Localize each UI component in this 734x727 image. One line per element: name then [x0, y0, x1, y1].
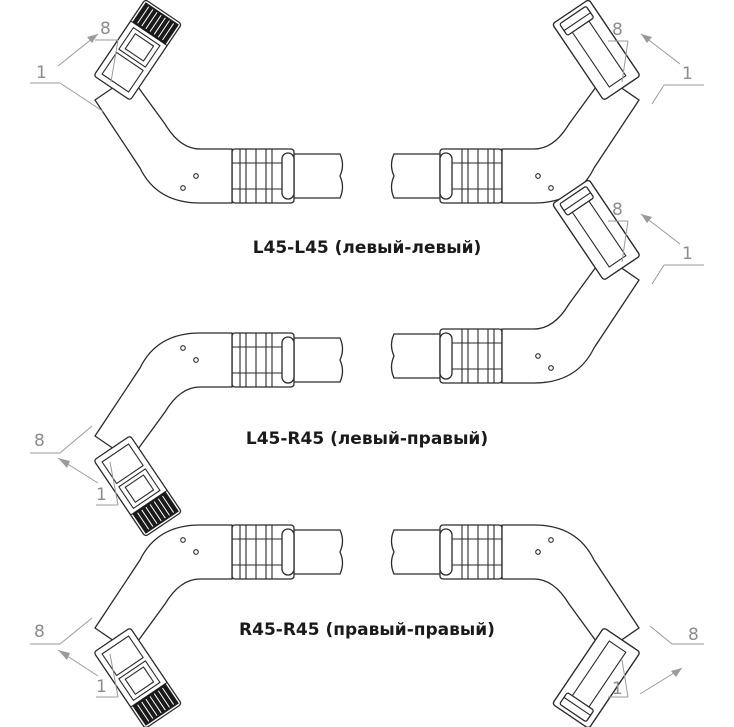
pin-callout-pair1-right: 8 1 [608, 20, 704, 105]
pin-label-8: 8 [34, 431, 45, 451]
pin-callout-pair3-left: 8 1 [30, 617, 119, 698]
caption-pair1: L45-L45 (левый-левый) [252, 238, 482, 258]
pin-label-8: 8 [34, 622, 45, 642]
caption-pair3: R45-R45 (правый-правый) [239, 620, 495, 640]
pin-label-1: 1 [96, 677, 107, 697]
pin-callout-pair2-right: 8 1 [608, 200, 704, 285]
connector-pair1-left [94, 0, 343, 203]
pin-label-1: 1 [612, 679, 623, 699]
pin-callout-pair3-right: 8 1 [608, 625, 704, 699]
pin-callout-pair2-left: 8 1 [30, 425, 119, 506]
pin-callout-pair1-left: 1 8 [30, 19, 119, 113]
pin-label-8: 8 [612, 200, 623, 220]
connector-pair2-right [392, 179, 641, 383]
pin-label-1: 1 [682, 244, 693, 264]
pin-label-1: 1 [682, 64, 693, 84]
pin-label-1: 1 [96, 485, 107, 505]
pin-label-1: 1 [36, 63, 47, 83]
connector-pair1-right [392, 0, 641, 203]
pin-label-8: 8 [100, 19, 111, 39]
caption-pair2: L45-R45 (левый-правый) [245, 429, 489, 449]
pin-label-8: 8 [612, 20, 623, 40]
pin-label-8: 8 [688, 625, 699, 645]
